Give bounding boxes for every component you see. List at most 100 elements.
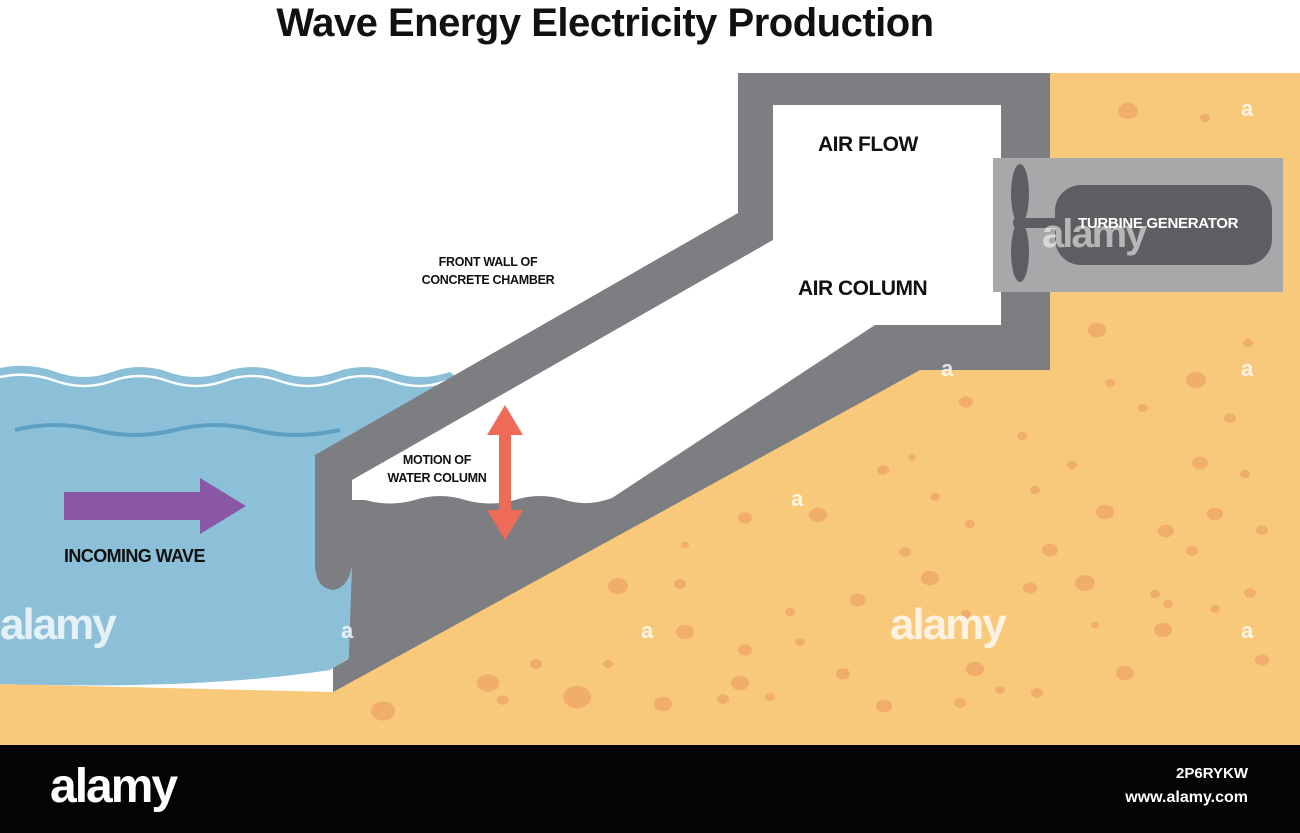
turbine-generator-label: TURBINE GENERATOR: [1078, 215, 1239, 232]
sand-speckle: [1243, 339, 1253, 347]
sand-speckle: [1105, 379, 1115, 387]
sand-speckle: [477, 674, 499, 692]
watermark-bottom-right: alamy: [890, 600, 1007, 649]
sand-speckle: [1030, 486, 1040, 494]
watermark-mark-6: a: [1241, 356, 1254, 381]
footer-image-id: 2P6RYKW: [1176, 765, 1248, 782]
sand-speckle: [850, 593, 866, 607]
watermark-mark-3: a: [1241, 618, 1254, 643]
front-wall-label: FRONT WALL OF CONCRETE CHAMBER: [412, 253, 564, 289]
sand-speckle: [608, 578, 628, 594]
sand-speckle: [1186, 372, 1206, 388]
sand-speckle: [738, 512, 752, 524]
diagram-title: Wave Energy Electricity Production: [276, 1, 934, 45]
sand-speckle: [877, 465, 889, 475]
front-wall-label-line1: FRONT WALL OF: [438, 255, 538, 269]
sand-speckle: [1023, 582, 1037, 594]
sand-speckle: [1067, 461, 1077, 469]
incoming-wave-arrow: [64, 478, 246, 534]
sand-speckle: [1091, 621, 1099, 629]
sea-wave-line: [14, 423, 341, 437]
sand-speckle: [899, 547, 911, 557]
sand-speckle: [966, 661, 984, 677]
sand-speckle: [965, 520, 975, 528]
sand-speckle: [731, 675, 749, 691]
air-flow-label: AIR FLOW: [818, 133, 918, 156]
motion-arrow: [487, 405, 523, 540]
sand-speckle: [1150, 590, 1160, 598]
sand-speckle: [1200, 114, 1210, 122]
sand-speckle: [1186, 546, 1198, 556]
sand-speckle: [497, 695, 509, 705]
sand-speckle: [1042, 543, 1058, 557]
sand-speckle: [603, 660, 613, 668]
chamber-interior: [352, 105, 1001, 504]
footer-url: www.alamy.com: [1125, 789, 1248, 806]
sand-speckle: [795, 638, 805, 646]
watermark-mark-5: a: [941, 356, 954, 381]
sand-speckle: [836, 668, 850, 680]
sand-speckle: [530, 659, 542, 669]
turbine-shaft: [1020, 218, 1060, 228]
sand-speckle: [785, 608, 795, 616]
watermark-center: alamy: [1042, 212, 1147, 256]
watermark-left: alamy: [0, 600, 117, 649]
watermark-mark-7: a: [791, 486, 804, 511]
footer-bar: alamy 2P6RYKW www.alamy.com: [0, 745, 1300, 833]
sand-speckle: [1031, 688, 1043, 698]
sand-speckle: [563, 685, 591, 709]
sand-speckle: [371, 701, 395, 721]
air-column-label: AIR COLUMN: [798, 277, 928, 300]
sand-speckle: [1116, 665, 1134, 681]
sand-speckle: [921, 570, 939, 586]
sand-speckle: [1256, 525, 1268, 535]
turbine-hub: [1013, 216, 1027, 230]
sand-speckle: [1075, 575, 1095, 591]
sand-speckle: [1192, 456, 1208, 470]
sand-speckle: [1163, 600, 1173, 608]
sand-speckle: [676, 624, 694, 640]
sand-speckle: [738, 644, 752, 656]
sand-speckle: [1158, 524, 1174, 538]
sand-speckle: [1138, 404, 1148, 412]
sand-speckle: [1244, 588, 1256, 598]
turbine-blade-top: [1011, 164, 1029, 224]
wave-energy-diagram: [0, 73, 1300, 745]
sand-speckle: [1210, 605, 1220, 613]
chamber-floor: [333, 345, 920, 692]
sand-speckle: [1017, 432, 1027, 440]
sand-speckle: [1207, 507, 1223, 521]
watermark-mark-4: a: [1241, 96, 1254, 121]
sand-speckle: [717, 694, 729, 704]
sand-speckle: [959, 396, 973, 408]
sand-speckle: [681, 541, 689, 549]
sand-speckles: [371, 103, 1269, 721]
sand-speckle: [954, 698, 966, 708]
sand-slope: [0, 353, 1300, 745]
sand-speckle: [765, 693, 775, 701]
sand-speckle: [876, 699, 892, 713]
front-wall-label-line2: CONCRETE CHAMBER: [421, 273, 555, 287]
sand-speckle: [809, 507, 827, 523]
sand-speckle: [1096, 504, 1114, 520]
sand-speckle: [908, 453, 916, 461]
generator-body: [1055, 185, 1272, 265]
sand-speckle: [674, 579, 686, 589]
motion-label: MOTION OF WATER COLUMN: [378, 451, 496, 487]
sand-speckle: [654, 696, 672, 712]
turbine-blade-bottom: [1011, 222, 1029, 282]
sand-speckle: [930, 493, 940, 501]
sand-speckle: [1088, 322, 1106, 338]
watermark-mark-1: a: [341, 618, 354, 643]
sand-speckle: [1118, 103, 1138, 119]
motion-label-line1: MOTION OF: [402, 453, 472, 467]
sea-surface-line: [0, 373, 447, 388]
sand-speckle: [1224, 413, 1236, 423]
sand-speckle: [961, 610, 971, 618]
sand-speckle: [1255, 654, 1269, 666]
watermark-mark-2: a: [641, 618, 654, 643]
sand-speckle: [1154, 622, 1172, 638]
footer-logo: alamy: [50, 760, 178, 813]
motion-label-line2: WATER COLUMN: [387, 471, 487, 485]
incoming-wave-label: INCOMING WAVE: [64, 546, 205, 566]
